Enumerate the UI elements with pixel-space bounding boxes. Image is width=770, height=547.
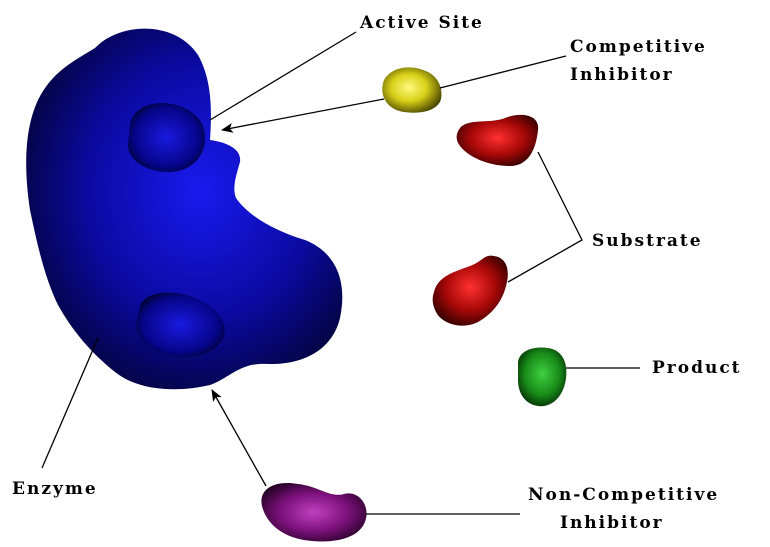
- substrate-leader-line: [508, 152, 582, 282]
- enzyme-leader-line: [42, 338, 98, 468]
- active-site-leader-line: [210, 32, 356, 120]
- non-competitive-inhibitor-arrow: [212, 390, 266, 486]
- competitive-inhibitor-label-line2: Inhibitor: [570, 65, 674, 85]
- competitive-inhibitor-arrow: [222, 99, 384, 130]
- non-competitive-inhibitor-label-line1: Non-Competitive: [528, 485, 719, 505]
- non-competitive-inhibitor-shape: [261, 483, 366, 541]
- enzyme-shape: [26, 29, 342, 390]
- active-site-label: Active Site: [359, 13, 484, 33]
- substrate-label: Substrate: [592, 231, 703, 251]
- product-label: Product: [652, 358, 742, 378]
- substrate-shape-1: [457, 115, 539, 166]
- enzyme-label: Enzyme: [12, 479, 98, 499]
- product-shape: [518, 348, 566, 407]
- competitive-inhibitor-leader-line: [440, 56, 566, 88]
- substrate-shape-2: [433, 256, 508, 326]
- competitive-inhibitor-shape: [382, 67, 441, 112]
- non-competitive-inhibitor-label-line2: Inhibitor: [560, 513, 664, 533]
- competitive-inhibitor-label-line1: Competitive: [570, 37, 707, 57]
